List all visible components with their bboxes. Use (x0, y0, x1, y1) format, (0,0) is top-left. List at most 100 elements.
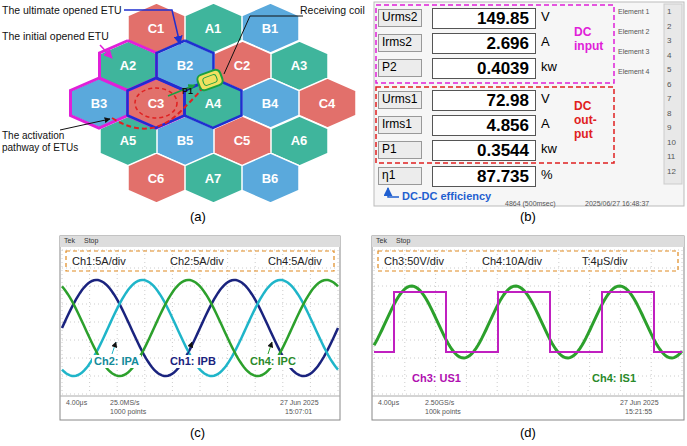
etu-label: A5 (120, 133, 137, 148)
scope-status: 25.0MS/s (110, 399, 140, 407)
etu-label: A1 (205, 21, 222, 36)
annotation: Receiving coil (300, 4, 365, 16)
etu-label: C3 (148, 96, 165, 111)
leader-line (224, 16, 303, 74)
etu-label: C1 (148, 21, 165, 36)
analyzer-screen (374, 2, 684, 206)
readout-box: 0.4039 (432, 58, 536, 79)
readout-value: 4.856 (486, 116, 529, 135)
leader-line (188, 342, 192, 354)
element-tag: Element 2 (618, 28, 650, 36)
etu-label: C5 (234, 133, 251, 148)
etu-label: B4 (262, 96, 279, 111)
panel-caption: (d) (520, 426, 536, 441)
readout-value: 2.696 (486, 34, 529, 53)
scope-status: 4.00μs (66, 399, 87, 407)
readout-value: 0.4039 (477, 59, 529, 78)
leader-line (268, 342, 272, 354)
panel-caption: (b) (520, 210, 536, 225)
etu-label: B2 (177, 58, 194, 73)
scope-topbar (372, 236, 684, 247)
channel-scale: Ch1:5A/div (72, 255, 126, 268)
channel-number: 1 (667, 7, 671, 16)
element-tag: Element 3 (618, 48, 650, 56)
point-label: P1 (182, 86, 193, 96)
quantity-name: Urms1 (378, 91, 422, 109)
input-group-box (376, 5, 614, 83)
scope-grid (62, 250, 682, 394)
channel-scale: Ch3:50V/div (384, 255, 444, 268)
scope-status: Stop (84, 237, 98, 245)
etu-label: B3 (91, 96, 108, 111)
readout-value: 0.3544 (477, 141, 529, 160)
separator (372, 396, 684, 397)
etu-label: B1 (262, 21, 279, 36)
channel-number: 8 (667, 109, 671, 118)
group-annotation: DC input (574, 26, 614, 54)
scope-status: 15:21:55 (625, 408, 652, 416)
channel-number: 9 (667, 123, 671, 132)
readout-value: 87.735 (477, 167, 529, 186)
activation-ring (135, 88, 177, 118)
etu-label: A6 (291, 133, 308, 148)
quantity-name: Urms2 (378, 9, 422, 27)
etu-label: B5 (177, 133, 194, 148)
panel-caption: (a) (190, 210, 206, 225)
signal-name: Ch3: US1 (410, 372, 463, 385)
readout-box: 72.98 (432, 90, 536, 111)
channel-number: 7 (667, 94, 671, 103)
signal-name: Ch1: IPB (168, 355, 218, 368)
quantity-name: Irms2 (378, 34, 422, 52)
channel-scale: Ch4:10A/div (482, 255, 542, 268)
channel-number: 10 (667, 138, 676, 147)
channel-number: 3 (667, 36, 671, 45)
leader-line (100, 45, 112, 58)
etu-outline (71, 41, 242, 129)
channel-number: 4 (667, 51, 671, 60)
scope-screen (372, 236, 684, 420)
readout-value: 149.85 (477, 9, 529, 28)
channel-number: 6 (667, 80, 671, 89)
receiving-coil (196, 68, 224, 91)
quantity-name: P1 (378, 141, 422, 159)
unit: A (541, 35, 550, 50)
group-annotation: DC out- put (574, 100, 614, 141)
leader-line (60, 119, 110, 130)
etu-hexagon: A7 (185, 153, 242, 203)
etu-hexagon: B6 (242, 153, 299, 203)
channel-number: 11 (667, 152, 675, 161)
scope-status: Tek (64, 237, 75, 245)
unit: kw (541, 60, 557, 75)
panel-caption: (c) (190, 426, 205, 441)
scope-status: Stop (396, 237, 410, 245)
ultimate-outline (128, 78, 185, 128)
readout-box: 4.856 (432, 115, 536, 136)
scope-topbar (60, 236, 340, 247)
initial-outline (128, 78, 185, 128)
separator (60, 396, 340, 397)
unit: V (541, 92, 550, 107)
element-tag: Element 4 (618, 68, 650, 76)
channel-number: 12 (667, 167, 676, 176)
leader-line (124, 10, 180, 44)
leader-line (388, 188, 399, 197)
scope-status: 1000 points (110, 408, 146, 416)
scope-status: 27 Jun 2025 (280, 399, 319, 407)
status-text: 2025/06/27 16:48:37 (585, 200, 649, 208)
waveforms (62, 280, 682, 376)
channel-scale: Ch4:5A/div (268, 255, 322, 268)
signal-name: Ch4: IPC (248, 355, 298, 368)
scope-screen (60, 236, 340, 420)
etu-hexagon: C6 (128, 153, 185, 203)
unit: A (541, 117, 550, 132)
quantity-name: Irms1 (378, 116, 422, 134)
scope-status: Tek (376, 237, 387, 245)
quantity-name: P2 (378, 59, 422, 77)
readout-box: 0.3544 (432, 140, 536, 161)
annotation: DC-DC efficiency (402, 190, 491, 203)
quantity-name: η1 (378, 167, 422, 185)
status-text: 4864 (500msec) (505, 200, 556, 208)
initial-outline (71, 78, 128, 128)
etu-label: A2 (120, 58, 137, 73)
